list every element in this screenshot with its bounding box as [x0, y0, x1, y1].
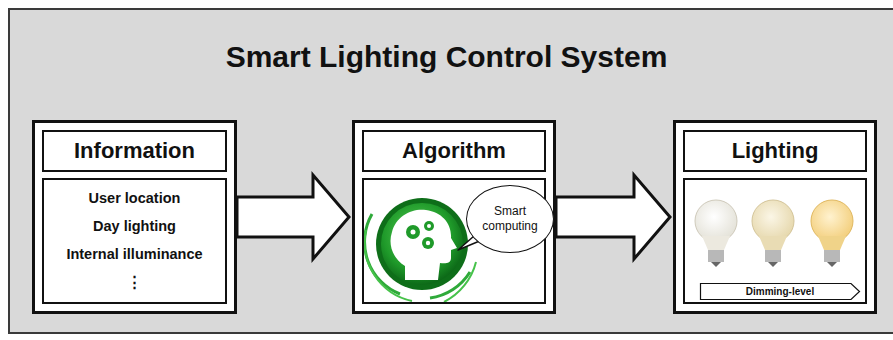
arrow-shape	[701, 284, 860, 300]
header-text: Algorithm	[402, 138, 506, 164]
info-item: Internal illuminance	[44, 244, 225, 264]
info-item: ⋮	[44, 272, 225, 292]
flow-arrow	[556, 175, 670, 259]
column-body: User locationDay lightingInternal illumi…	[42, 178, 227, 304]
column-grounds	[32, 120, 877, 314]
info-item: User location	[44, 188, 225, 208]
header-text: Lighting	[732, 138, 819, 164]
dimming-arrow: Dimming-level	[700, 283, 860, 300]
header-text: Information	[74, 138, 195, 164]
brain-icon	[365, 198, 482, 302]
stage-column: AlgorithmSmart computing	[352, 120, 556, 314]
light-bulbs	[695, 200, 853, 267]
info-item: Day lighting	[44, 216, 225, 236]
bubble-text: Smart computing	[479, 204, 541, 234]
stage-column: InformationUser locationDay lightingInte…	[32, 120, 237, 314]
speech-bubble: Smart computing	[466, 185, 554, 253]
diagram-title: Smart Lighting Control System	[0, 40, 893, 74]
dimming-label: Dimming-level	[700, 283, 860, 300]
column-header: Information	[42, 130, 227, 172]
stage-column: LightingDimming-level	[673, 120, 877, 314]
column-header: Lighting	[683, 130, 867, 172]
flow-arrow	[237, 175, 349, 259]
column-header: Algorithm	[362, 130, 546, 172]
